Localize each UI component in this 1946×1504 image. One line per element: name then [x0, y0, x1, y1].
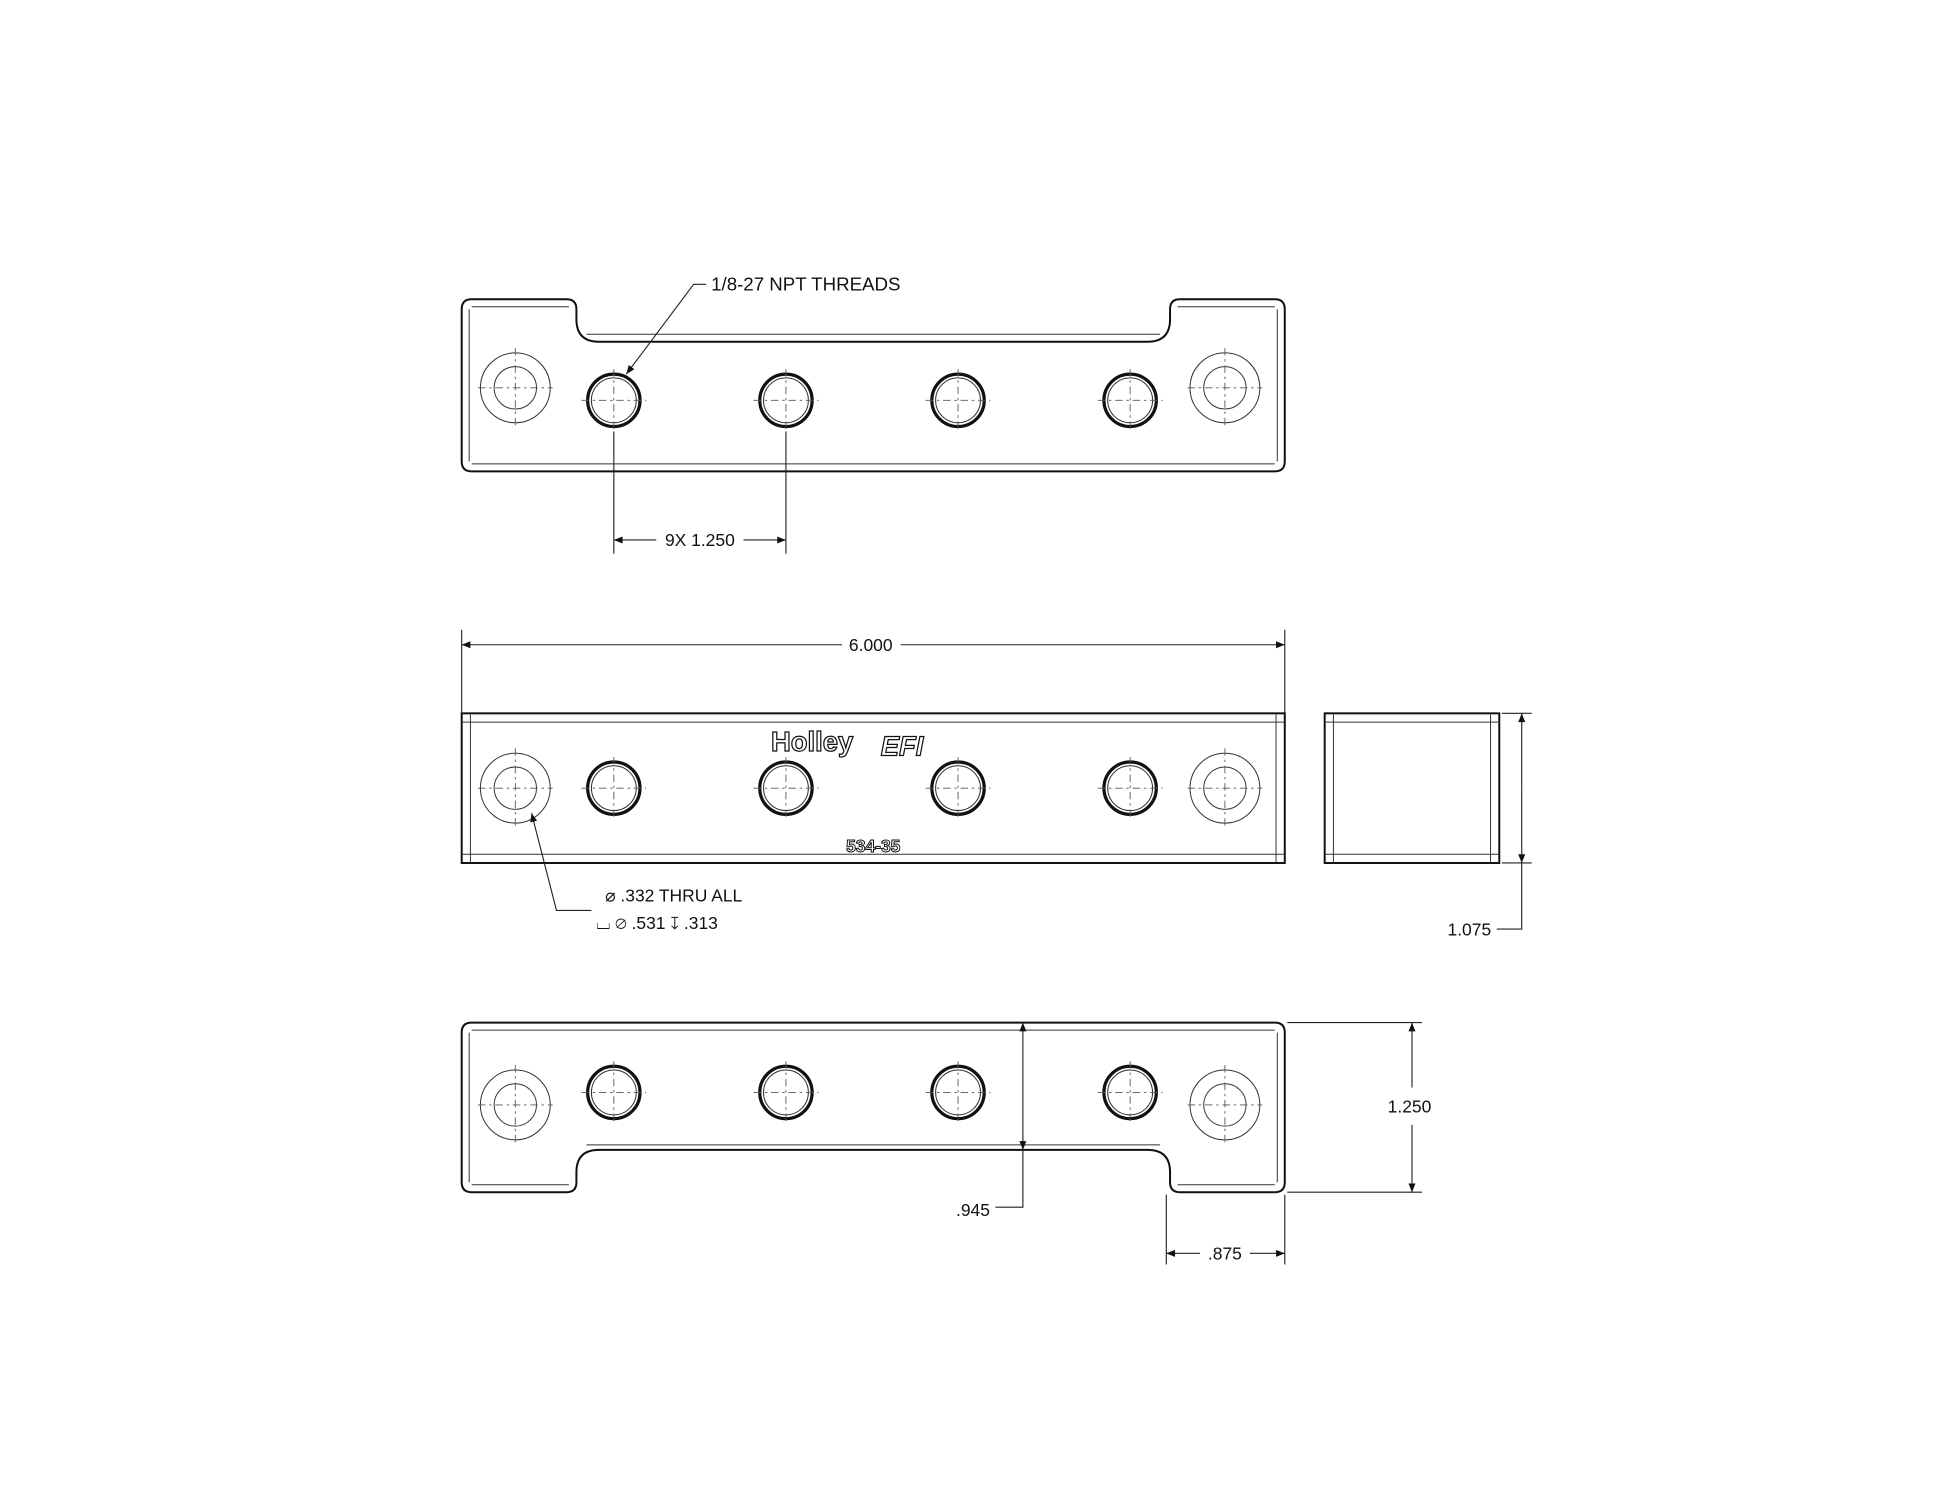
npt-hole: [753, 756, 819, 820]
counterbore-hole: [1187, 1065, 1263, 1145]
bottom-view-outline: [460, 1021, 1286, 1194]
height-dim: 1.075: [1448, 919, 1492, 939]
counterbore-hole: [477, 1065, 553, 1145]
npt-hole: [1097, 1061, 1163, 1124]
top-view-outline: [460, 298, 1286, 473]
npt-hole: [925, 369, 991, 432]
front-view: 6.000 Holley EFI 534-35 ⌀ .332 THRU ALL …: [460, 629, 1286, 933]
svg-text:Holley: Holley: [771, 726, 854, 757]
npt-hole: [581, 756, 647, 820]
width-dim: 1.250: [1388, 1096, 1432, 1116]
holley-efi-logo: Holley EFI: [770, 725, 925, 762]
npt-hole: [753, 1061, 819, 1124]
bottom-view: .945 1.250 .875: [460, 1021, 1432, 1265]
length-dim: 6.000: [849, 635, 893, 655]
counterbore-hole: [1187, 347, 1263, 428]
tab-dim: .875: [1208, 1244, 1242, 1264]
counterbore-hole: [477, 748, 553, 829]
npt-hole: [1097, 369, 1163, 432]
hole-callout-line2: ⌴ ⌀ .531 ↧ .313: [596, 913, 717, 933]
npt-hole: [1097, 756, 1163, 820]
thread-callout: 1/8-27 NPT THREADS: [711, 274, 900, 295]
npt-hole: [581, 369, 647, 432]
spacing-dim: 9X 1.250: [665, 530, 735, 550]
side-view-outline: [1323, 712, 1501, 864]
counterbore-hole: [1187, 748, 1263, 829]
part-number: 534-35: [846, 836, 901, 856]
svg-text:EFI: EFI: [881, 731, 925, 762]
front-view-outline: [460, 712, 1286, 864]
notch-depth-dim: .945: [956, 1200, 990, 1220]
hole-callout-line1: ⌀ .332 THRU ALL: [605, 886, 742, 906]
npt-hole: [581, 1061, 647, 1124]
thread-leader: [625, 283, 707, 375]
hole-leader: [530, 812, 592, 911]
npt-hole: [925, 756, 991, 820]
npt-hole: [753, 369, 819, 432]
side-view: 1.075: [1323, 712, 1532, 939]
counterbore-hole: [477, 347, 553, 428]
top-view: 1/8-27 NPT THREADS 9X 1.250: [460, 274, 1286, 554]
npt-hole: [925, 1061, 991, 1124]
